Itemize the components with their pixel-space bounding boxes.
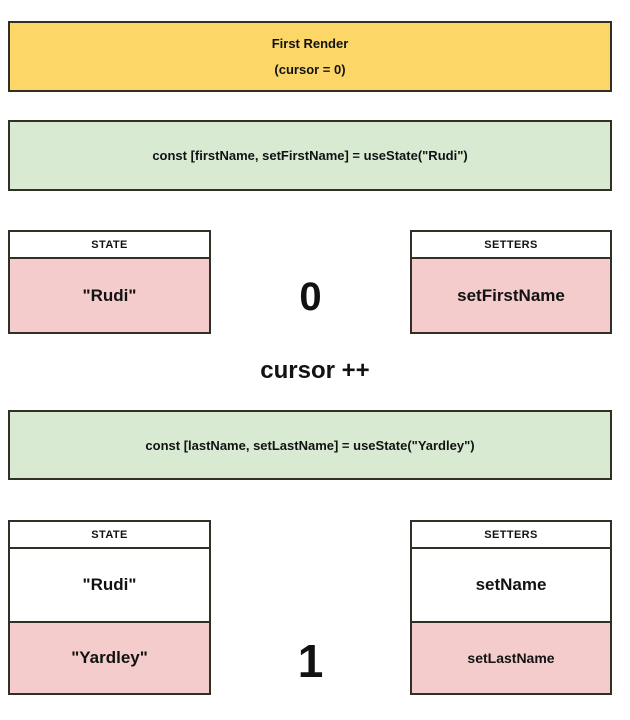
setters-table-render2-header: SETTERS bbox=[412, 522, 610, 549]
state-table-render2: STATE "Rudi" "Yardley" bbox=[8, 520, 211, 695]
cursor-value-1: 1 bbox=[297, 634, 324, 687]
usestate-call-1: const [firstName, setFirstName] = useSta… bbox=[8, 120, 612, 191]
setter-cell-setfirstname: setFirstName bbox=[412, 259, 610, 332]
render-cursor-note: (cursor = 0) bbox=[274, 62, 346, 78]
cursor-value-0: 0 bbox=[299, 274, 322, 319]
setters-table-render1-header: SETTERS bbox=[412, 232, 610, 259]
cursor-increment-label: cursor ++ bbox=[260, 357, 370, 384]
state-table-render2-header: STATE bbox=[10, 522, 209, 549]
usestate-call-2-code: const [lastName, setLastName] = useState… bbox=[145, 437, 475, 453]
usestate-call-2: const [lastName, setLastName] = useState… bbox=[8, 410, 612, 480]
setters-table-render1: SETTERS setFirstName bbox=[410, 230, 612, 334]
setter-cell-setname: setName bbox=[412, 549, 610, 621]
render-title: First Render bbox=[271, 35, 349, 51]
state-cell-firstname: "Rudi" bbox=[10, 259, 209, 332]
usestate-call-1-code: const [firstName, setFirstName] = useSta… bbox=[152, 148, 468, 163]
first-render-banner: First Render (cursor = 0) bbox=[8, 21, 612, 92]
state-table-render1-header: STATE bbox=[10, 232, 209, 259]
state-cell-yardley: "Yardley" bbox=[10, 621, 209, 693]
state-table-render1: STATE "Rudi" bbox=[8, 230, 211, 334]
setter-cell-setlastname: setLastName bbox=[412, 621, 610, 693]
setters-table-render2: SETTERS setName setLastName bbox=[410, 520, 612, 695]
state-cell-rudi: "Rudi" bbox=[10, 549, 209, 621]
